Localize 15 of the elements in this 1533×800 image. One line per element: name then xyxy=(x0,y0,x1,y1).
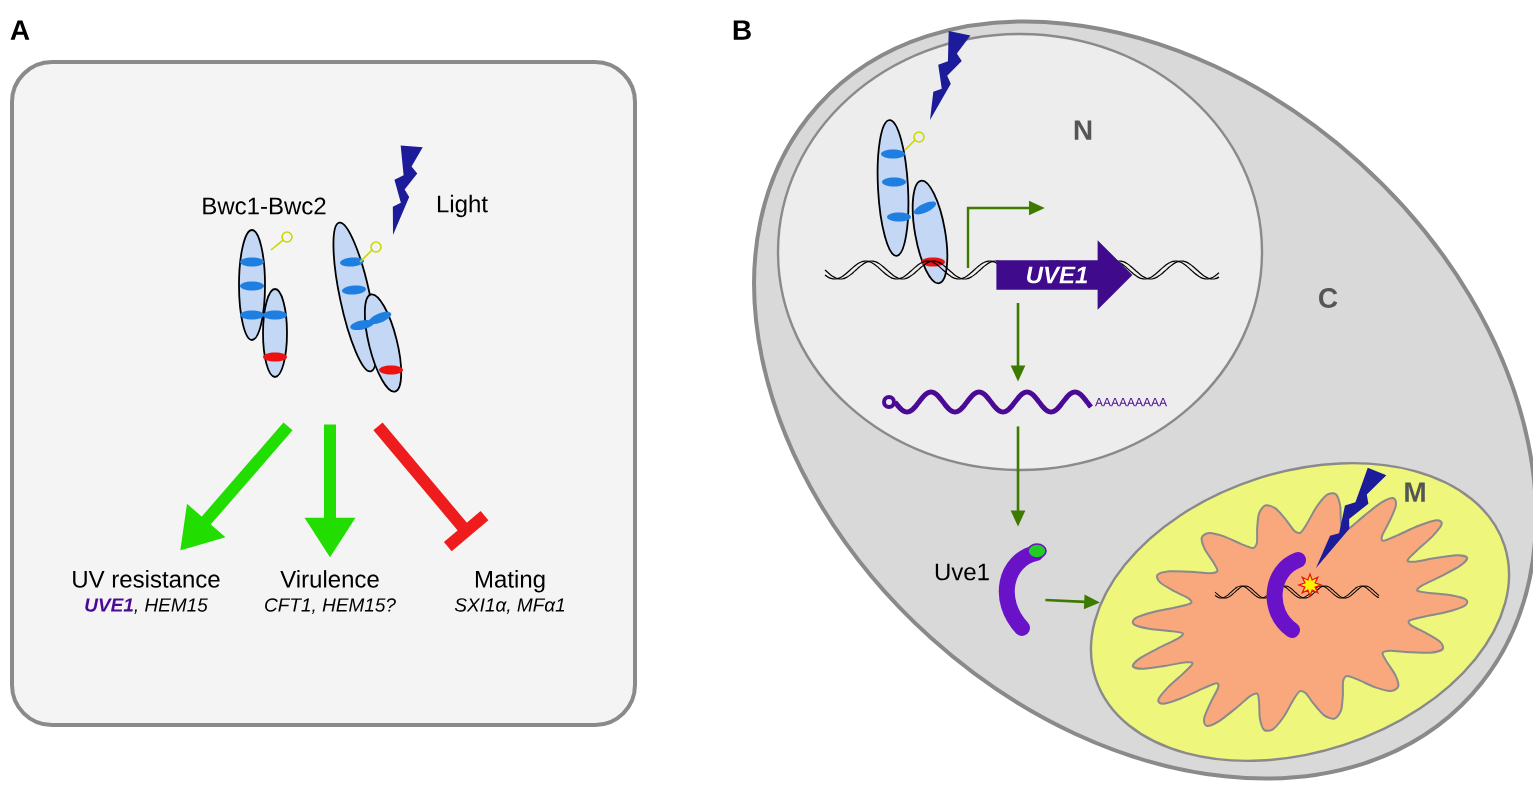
complex-label: Bwc1-Bwc2 xyxy=(203,197,326,215)
panel-box xyxy=(10,60,637,727)
poly-a-tail-label: AAAAAAAAA xyxy=(1095,397,1167,407)
outcome-label: UV resistance UVE1, HEM15 xyxy=(73,570,220,614)
mrna-drawing xyxy=(882,389,1093,415)
outcome-label: Mating SXI1α, MFα1 xyxy=(454,570,565,614)
panel-letter: A xyxy=(10,20,30,40)
protein-complex-drawing xyxy=(238,221,403,393)
outcome-label: Virulence CFT1, HEM15? xyxy=(265,570,396,614)
mitochondrion-drawing: M xyxy=(1090,462,1510,762)
light-label: Light xyxy=(437,194,488,218)
panel-letter: B xyxy=(733,20,751,40)
protein-label: Uve1 xyxy=(935,563,989,581)
protein-drawing xyxy=(998,543,1047,636)
protein-complex-drawing xyxy=(876,119,949,285)
